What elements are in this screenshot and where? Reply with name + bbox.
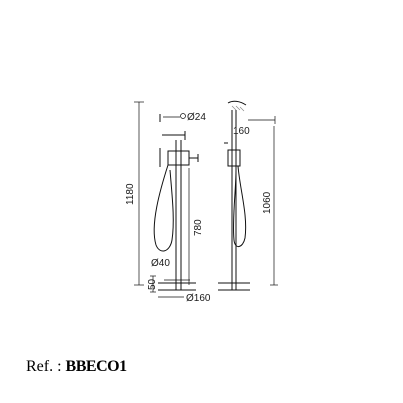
reference-line: Ref. : BBECO1 bbox=[26, 358, 127, 376]
dim-160-top: 160 bbox=[233, 126, 250, 137]
dim-diameter-160-base: Ø160 bbox=[186, 293, 211, 304]
dim-diameter-40: Ø40 bbox=[151, 258, 170, 269]
reference-label: Ref. : bbox=[26, 358, 62, 375]
dim-height-780: 780 bbox=[193, 219, 204, 236]
reference-code: BBECO1 bbox=[65, 358, 128, 375]
dim-diameter-24: Ø24 bbox=[187, 112, 206, 123]
side-view bbox=[218, 100, 278, 291]
dim-height-1060: 1060 bbox=[262, 191, 273, 214]
dim-height-1180: 1180 bbox=[125, 183, 136, 205]
front-view bbox=[134, 101, 199, 298]
dim-height-50: 50 bbox=[147, 278, 158, 290]
